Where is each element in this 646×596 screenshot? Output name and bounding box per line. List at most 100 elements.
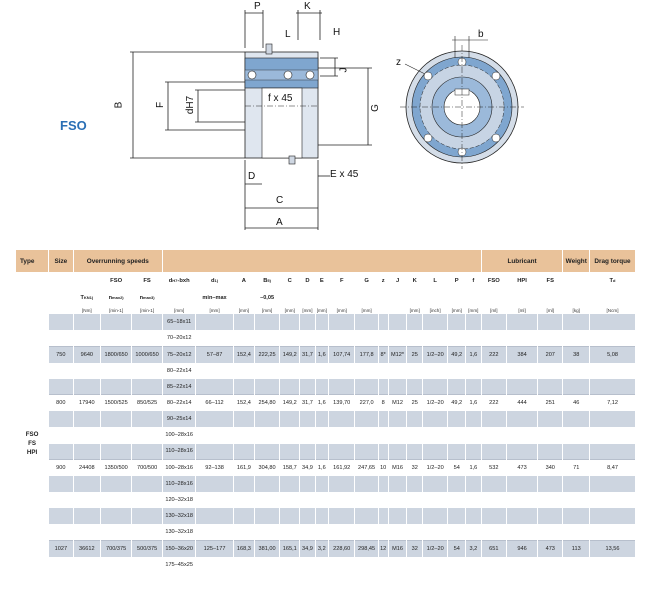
cell-J bbox=[387, 314, 407, 331]
cell-K bbox=[406, 427, 423, 444]
cell-tkn bbox=[72, 524, 101, 541]
cell-C bbox=[279, 362, 300, 379]
cell-dmm bbox=[195, 556, 234, 573]
cell-td: 7,12 bbox=[589, 394, 635, 412]
col-C: C bbox=[279, 272, 300, 290]
cell-J bbox=[387, 411, 407, 428]
cell-lhpi bbox=[506, 411, 538, 428]
cell-lfso bbox=[480, 475, 507, 493]
cell-tkn bbox=[72, 411, 101, 428]
cell-nfs bbox=[131, 330, 163, 347]
cell-L bbox=[421, 556, 448, 573]
bore-section bbox=[261, 87, 303, 159]
cell-L bbox=[421, 475, 448, 493]
cell-lhpi bbox=[506, 508, 538, 525]
cell-L bbox=[421, 411, 448, 428]
cell-K bbox=[406, 314, 423, 331]
cell-lfso: 222 bbox=[480, 345, 507, 363]
cell-lfso bbox=[480, 362, 507, 379]
cell-nfs bbox=[131, 508, 163, 525]
cell-G bbox=[354, 362, 379, 379]
cell-td bbox=[589, 492, 635, 509]
cell-F bbox=[327, 524, 355, 541]
cell-tkn bbox=[72, 314, 101, 331]
dim-F: F bbox=[155, 101, 167, 109]
cell-lfs bbox=[537, 330, 563, 347]
cell-J: M12* bbox=[387, 345, 407, 363]
dim-C: C bbox=[276, 195, 284, 206]
cell-size bbox=[48, 443, 73, 460]
col-min-max: min–max bbox=[195, 290, 234, 306]
cell-dmm bbox=[195, 492, 234, 509]
cell-dmm bbox=[195, 411, 234, 428]
table-row: 120–32x18 bbox=[16, 492, 635, 509]
cell-lfso bbox=[480, 330, 507, 347]
cell-dmm bbox=[195, 330, 234, 347]
cell-lfs: 340 bbox=[537, 459, 563, 476]
cell-nfso bbox=[100, 314, 132, 331]
cell-B bbox=[253, 508, 280, 525]
cell-P bbox=[447, 314, 466, 331]
cell-B: 254,80 bbox=[253, 394, 280, 412]
cell-E: 1,6 bbox=[314, 345, 329, 363]
cell-P bbox=[447, 362, 466, 379]
cell-td bbox=[589, 508, 635, 525]
col-F: F bbox=[327, 272, 355, 290]
cell-L bbox=[421, 492, 448, 509]
col-z: z bbox=[377, 272, 389, 290]
cell-lhpi bbox=[506, 443, 538, 460]
front-view bbox=[400, 36, 524, 169]
cell-G bbox=[354, 475, 379, 493]
cell-w bbox=[562, 556, 590, 573]
cell-size bbox=[48, 362, 73, 379]
cell-E: 1,6 bbox=[314, 394, 329, 412]
col-tkn: TKN1) bbox=[72, 290, 101, 306]
cell-w bbox=[562, 508, 590, 525]
cell-K bbox=[406, 378, 423, 395]
dim-L: L bbox=[285, 29, 291, 40]
cell-P bbox=[447, 492, 466, 509]
cell-size: 800 bbox=[48, 394, 73, 412]
table-row: 175–45x25 bbox=[16, 556, 635, 573]
cell-J bbox=[387, 378, 407, 395]
cell-lfso bbox=[480, 443, 507, 460]
cell-J bbox=[387, 492, 407, 509]
type-label: FS bbox=[28, 440, 37, 447]
cell-P bbox=[447, 475, 466, 493]
cell-w bbox=[562, 427, 590, 444]
cell-bore: 90–25x14 bbox=[162, 411, 196, 428]
col-D: D bbox=[299, 272, 316, 290]
type-label: FSO bbox=[25, 431, 39, 438]
cell-bore: 175–45x25 bbox=[162, 556, 196, 573]
cell-dmm bbox=[195, 524, 234, 541]
cell-B bbox=[253, 492, 280, 509]
cell-tkn: 36612 bbox=[72, 540, 101, 557]
cell-E bbox=[314, 524, 329, 541]
cell-P: 54 bbox=[447, 459, 466, 476]
cell-td bbox=[589, 411, 635, 428]
col-overrun-fso: FSO bbox=[100, 272, 132, 290]
cell-C bbox=[279, 378, 300, 395]
cell-f bbox=[465, 378, 482, 395]
cell-lfs bbox=[537, 314, 563, 331]
cell-G bbox=[354, 508, 379, 525]
cell-td bbox=[589, 475, 635, 493]
cell-F bbox=[327, 508, 355, 525]
cell-td bbox=[589, 524, 635, 541]
table-row: 80–22x14 bbox=[16, 362, 635, 379]
technical-drawing: FSO bbox=[0, 0, 646, 246]
cell-size bbox=[48, 492, 73, 509]
cell-K bbox=[406, 524, 423, 541]
cell-G: 227,0 bbox=[354, 394, 379, 412]
cell-B: 222,25 bbox=[253, 345, 280, 363]
cell-w: 38 bbox=[562, 345, 590, 363]
cell-P bbox=[447, 378, 466, 395]
cell-lhpi bbox=[506, 362, 538, 379]
cell-nfso bbox=[100, 475, 132, 493]
cell-L bbox=[421, 443, 448, 460]
cell-nfs: 1000/650 bbox=[131, 345, 163, 363]
cell-z bbox=[377, 475, 389, 493]
cell-lfso: 651 bbox=[480, 540, 507, 557]
cell-tkn bbox=[72, 492, 101, 509]
cell-f bbox=[465, 427, 482, 444]
